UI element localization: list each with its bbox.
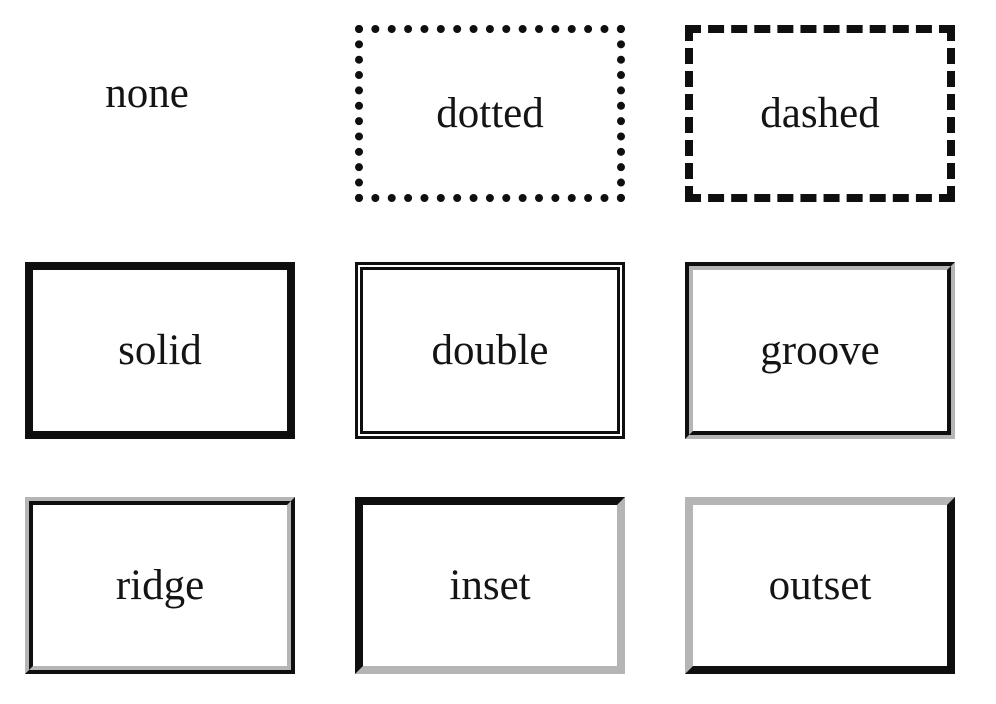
border-style-label-outset: outset [768, 562, 872, 609]
border-style-box-inset: inset [355, 497, 625, 674]
border-style-label-double: double [431, 327, 549, 374]
border-style-label-solid: solid [118, 327, 202, 374]
border-style-box-dashed: dashed [685, 25, 955, 202]
border-style-box-dotted: dotted [355, 25, 625, 202]
border-style-box-double: double [355, 262, 625, 439]
border-style-box-ridge: ridge [25, 497, 295, 674]
border-style-box-groove: groove [685, 262, 955, 439]
border-style-label-dotted: dotted [436, 90, 544, 137]
border-style-label-ridge: ridge [115, 562, 205, 609]
border-style-label-inset: inset [449, 562, 531, 609]
border-style-box-solid: solid [25, 262, 295, 439]
border-style-label-none: none [105, 70, 189, 117]
border-style-label-groove: groove [760, 327, 880, 374]
border-style-box-none: none [25, 25, 295, 202]
border-style-label-dashed: dashed [760, 90, 880, 137]
border-style-box-outset: outset [685, 497, 955, 674]
